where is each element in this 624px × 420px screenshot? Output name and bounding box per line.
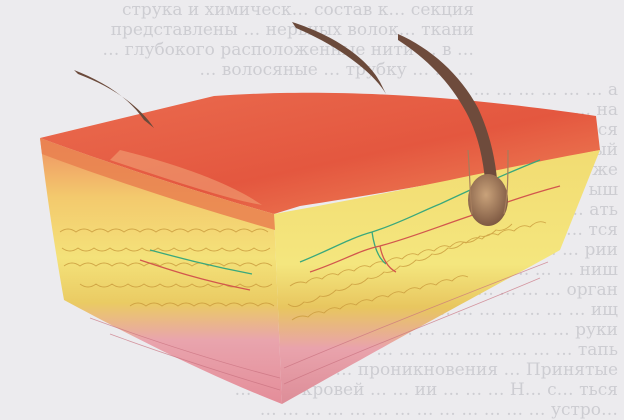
skin-block <box>40 93 600 404</box>
hair-follicle-bulb <box>468 174 508 226</box>
hair-middle-icon <box>292 22 386 94</box>
